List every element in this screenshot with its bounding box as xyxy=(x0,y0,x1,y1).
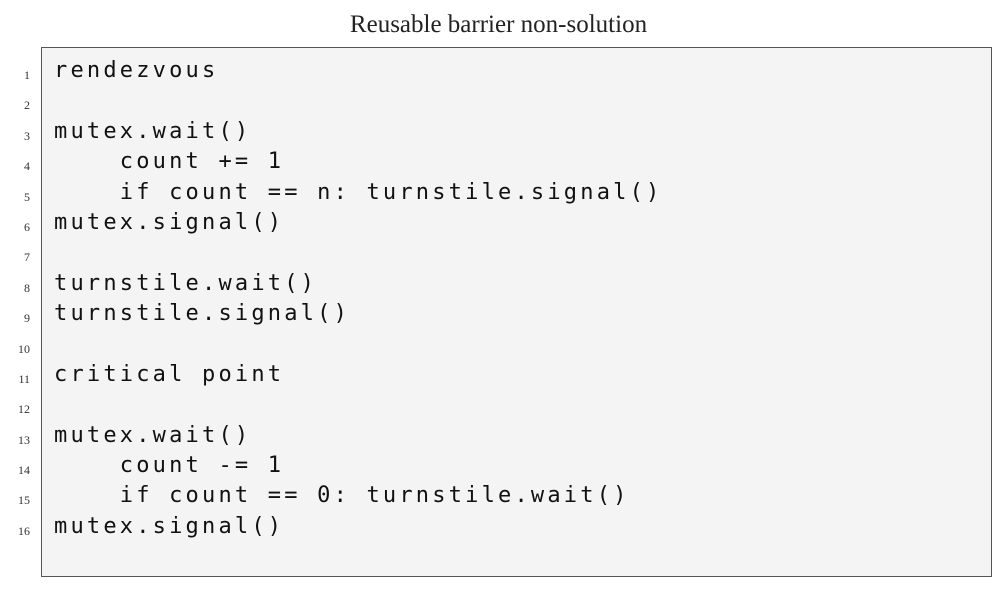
code-line: mutex.wait() xyxy=(54,118,252,144)
line-number: 8 xyxy=(24,280,30,295)
code-line: turnstile.wait() xyxy=(54,270,318,296)
line-number: 12 xyxy=(18,402,30,417)
code-line: rendezvous xyxy=(54,58,219,83)
code-listing-box xyxy=(41,47,992,577)
line-number: 13 xyxy=(18,432,30,447)
code-lines: rendezvous mutex.wait() count += 1 if co… xyxy=(54,56,662,542)
line-number: 15 xyxy=(18,493,30,508)
code-line xyxy=(54,238,662,268)
code-line: count += 1 xyxy=(54,149,285,175)
line-number: 14 xyxy=(18,463,30,478)
line-number: 10 xyxy=(18,341,30,356)
line-number: 5 xyxy=(24,189,30,204)
code-line: mutex.signal() xyxy=(54,209,285,235)
code-line xyxy=(54,390,662,420)
code-line: count -= 1 xyxy=(54,453,285,479)
line-number-gutter: 1 2 3 4 5 6 7 8 9 10 11 12 13 14 15 16 xyxy=(0,56,30,542)
code-line xyxy=(54,86,662,116)
line-number: 3 xyxy=(24,128,30,143)
line-number: 4 xyxy=(24,159,30,174)
line-number: 9 xyxy=(24,311,30,326)
code-line: if count == n: turnstile.signal() xyxy=(54,179,663,205)
code-line: if count == 0: turnstile.wait() xyxy=(54,483,630,509)
line-number: 16 xyxy=(18,523,30,538)
code-line: critical point xyxy=(54,361,285,387)
line-number: 6 xyxy=(24,219,30,234)
line-number: 7 xyxy=(24,250,30,265)
line-number: 2 xyxy=(24,98,30,113)
code-line: mutex.wait() xyxy=(54,422,252,448)
code-line xyxy=(54,330,662,360)
listing-caption: Reusable barrier non-solution xyxy=(349,11,648,38)
line-number: 1 xyxy=(24,68,30,82)
line-number: 11 xyxy=(18,371,30,386)
code-line: mutex.signal() xyxy=(54,513,285,539)
code-line: turnstile.signal() xyxy=(54,301,351,327)
